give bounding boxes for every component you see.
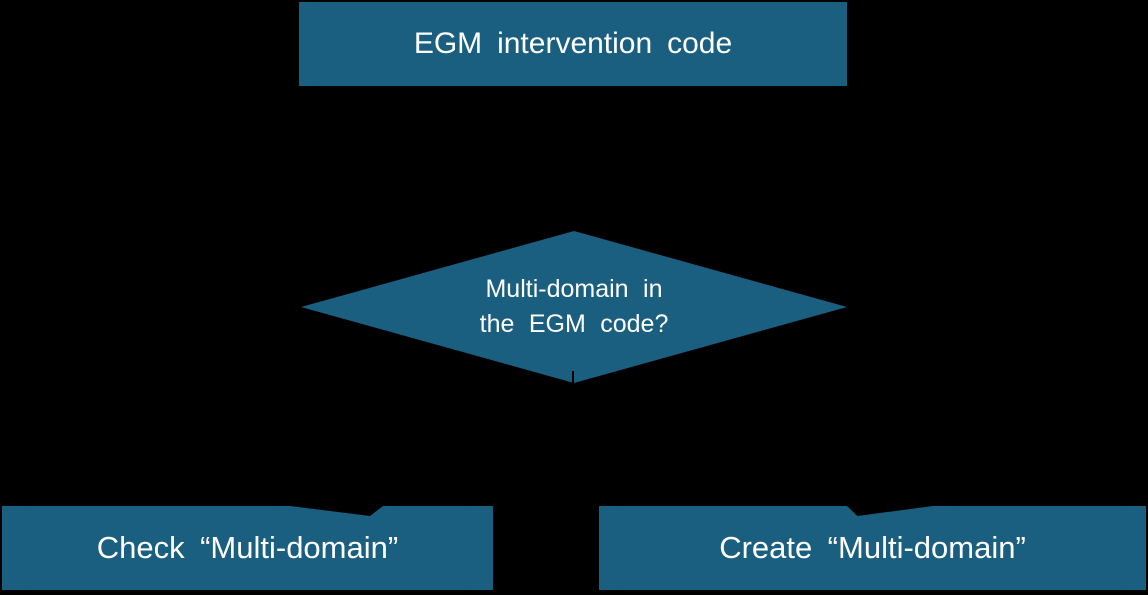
node-create-multi-domain-label: Create “Multi-domain” [719, 530, 1026, 565]
node-create-multi-domain: Create “Multi-domain” [599, 506, 1146, 590]
connector-arrowhead-right [847, 506, 933, 516]
decision-label-line2: the EGM code? [479, 310, 669, 338]
node-check-multi-domain-label: Check “Multi-domain” [96, 530, 399, 565]
connector-arrowhead-left [290, 506, 383, 516]
node-check-multi-domain: Check “Multi-domain” [2, 506, 493, 590]
node-egm-intervention-code-label: EGM intervention code [413, 27, 733, 60]
node-decision-multi-domain: Multi-domain in the EGM code? [301, 231, 847, 383]
connector-line-artifact-diamond-tip [572, 371, 574, 384]
decision-label-line1: Multi-domain in [485, 275, 663, 303]
decision-label: Multi-domain in the EGM code? [480, 272, 669, 342]
node-egm-intervention-code: EGM intervention code [299, 2, 847, 86]
